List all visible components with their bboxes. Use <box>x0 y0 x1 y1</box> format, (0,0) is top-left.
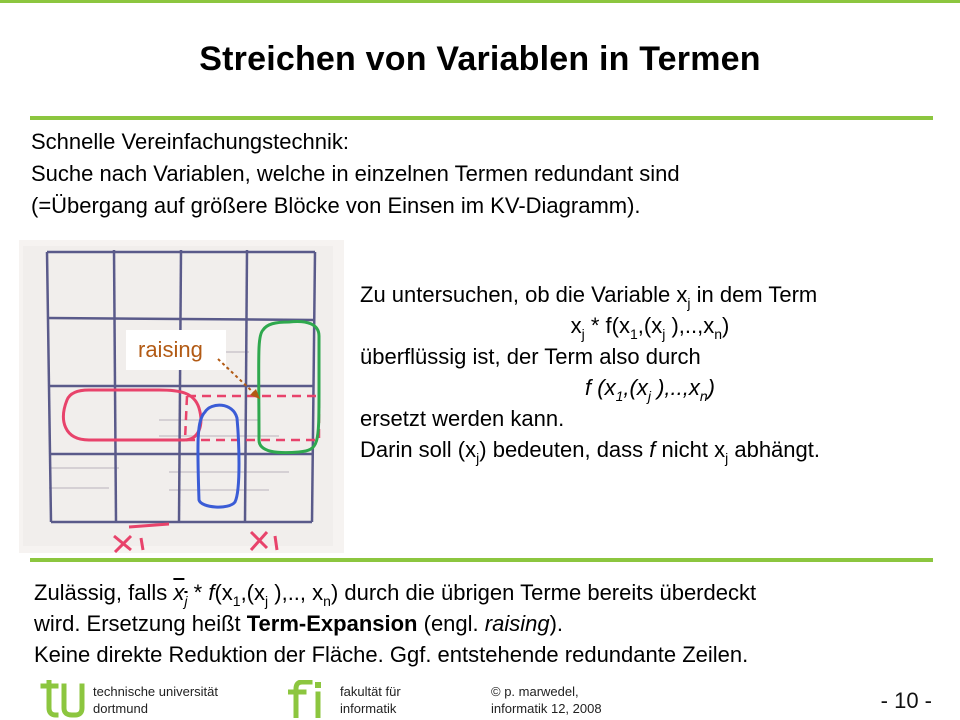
top-accent-line <box>0 0 960 3</box>
intro-line-2: Suche nach Variablen, welche in einzelne… <box>31 161 680 186</box>
top-divider <box>30 116 933 120</box>
term-expansion-keyword: Term-Expansion <box>246 611 418 636</box>
blue-loop <box>196 403 241 509</box>
intro-line-1: Schnelle Vereinfachungstechnik: <box>31 129 349 154</box>
conclusion-line-3: Keine direkte Reduktion der Fläche. Ggf.… <box>34 642 749 667</box>
explain-line-5: ersetzt werden kann. <box>360 406 565 431</box>
footer: technische universität dortmund fakultät… <box>0 680 960 720</box>
kv-grid <box>45 249 317 524</box>
conclusion-line-2: wird. Ersetzung heißt Term-Expansion (en… <box>34 611 564 636</box>
xj-handwriting <box>113 522 279 553</box>
raising-arrow <box>217 358 260 399</box>
author-credit: © p. marwedel, informatik 12, 2008 <box>491 684 602 716</box>
red-loop <box>62 388 203 442</box>
intro-text: Schnelle Vereinfachungstechnik: Suche na… <box>31 126 931 222</box>
conclusion-line-1: Zulässig, falls xj * f(x1,(xj ),.., xn) … <box>34 580 757 609</box>
term-expression: xj * f(x1,(xj ),..,xn) <box>570 313 730 342</box>
intro-line-3: (=Übergang auf größere Blöcke von Einsen… <box>31 193 641 218</box>
explanation-text: Zu untersuchen, ob die Variable xj in de… <box>360 279 940 465</box>
raising-label: raising <box>126 330 226 370</box>
explain-line-6: Darin soll (xj) bedeuten, dass f nicht x… <box>360 437 820 466</box>
page-number: - 10 - <box>880 688 932 713</box>
university-name: technische universität dortmund <box>93 684 219 716</box>
page-title: Streichen von Variablen in Termen <box>199 40 761 78</box>
reduced-term-expression: f (x1,(xj ),..,xn) <box>585 375 715 404</box>
bottom-divider <box>30 558 933 562</box>
conclusion-text: Zulässig, falls xj * f(x1,(xj ),.., xn) … <box>34 577 934 670</box>
faculty-name: fakultät für informatik <box>340 684 401 716</box>
kv-diagram-photo <box>19 240 344 553</box>
fi-logo-icon <box>288 680 321 718</box>
explain-line-1: Zu untersuchen, ob die Variable xj in de… <box>360 282 818 311</box>
green-loop <box>257 320 321 455</box>
explain-line-3: überflüssig ist, der Term also durch <box>360 344 701 369</box>
tu-logo-icon <box>40 680 85 718</box>
